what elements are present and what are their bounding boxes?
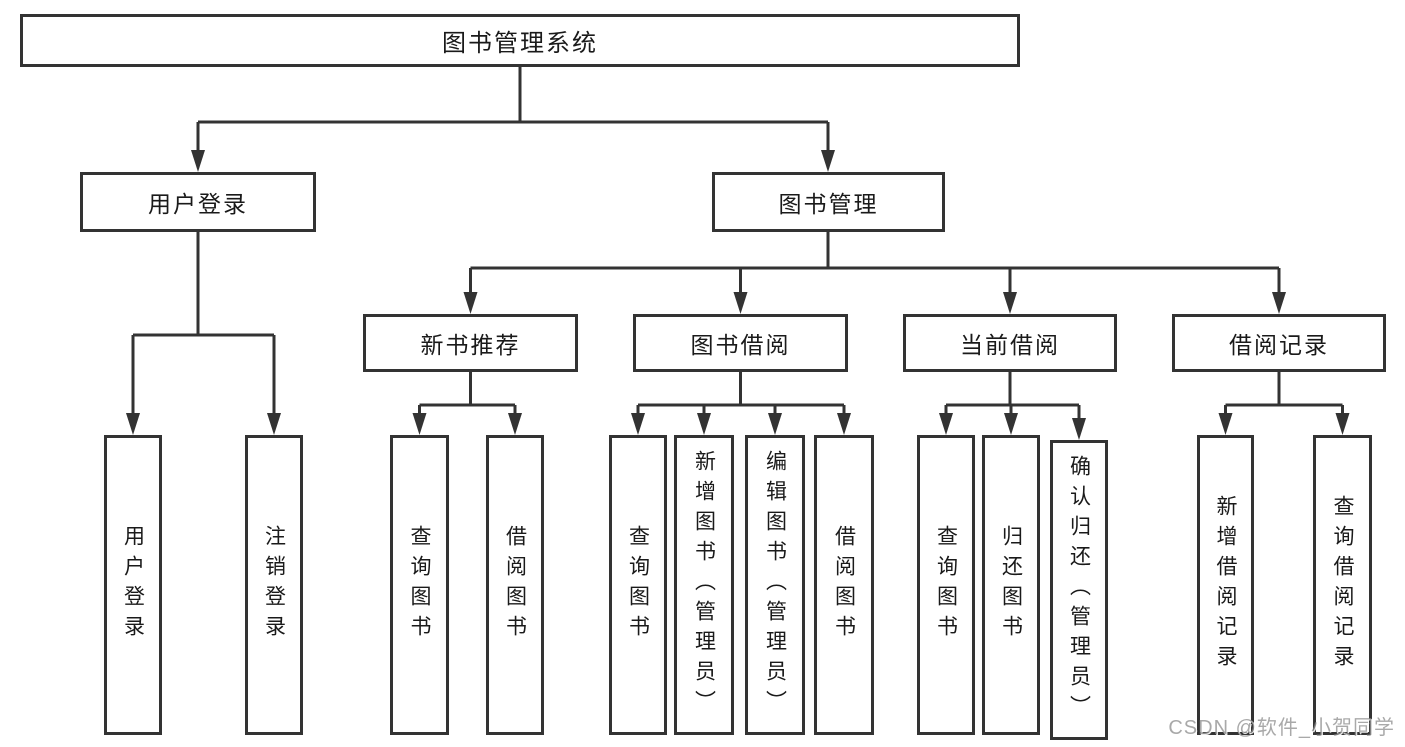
node-label: 确认归还（管理员） (1067, 455, 1091, 725)
node-label: 编辑图书（管理员） (763, 450, 787, 720)
node-label: 查询借阅记录 (1331, 495, 1354, 675)
node-label: 借阅记录 (1229, 332, 1329, 358)
leaf-return-books: 归还图书 (982, 435, 1040, 735)
leaf-query-books-current: 查询图书 (917, 435, 975, 735)
leaf-user-login: 用户登录 (104, 435, 162, 735)
node-user-login: 用户登录 (80, 172, 316, 232)
leaf-query-books-borrow: 查询图书 (609, 435, 667, 735)
leaf-borrow-books-borrow: 借阅图书 (814, 435, 874, 735)
node-label: 查询图书 (408, 525, 431, 645)
arrowheads (126, 150, 1350, 440)
node-new-book-recommendation: 新书推荐 (363, 314, 578, 372)
node-label: 图书管理系统 (442, 30, 598, 57)
leaf-add-books-admin: 新增图书（管理员） (674, 435, 734, 735)
leaf-add-borrow-record: 新增借阅记录 (1197, 435, 1254, 735)
node-label: 归还图书 (999, 525, 1023, 645)
node-label: 新书推荐 (420, 332, 521, 358)
csdn-watermark: CSDN @软件_小贺同学 (1168, 717, 1395, 739)
leaf-logout: 注销登录 (245, 435, 303, 735)
node-current-borrowing: 当前借阅 (903, 314, 1117, 372)
node-label: 图书管理 (778, 191, 879, 217)
node-label: 新增借阅记录 (1214, 495, 1237, 675)
node-label: 借阅图书 (503, 525, 527, 645)
node-label: 注销登录 (262, 525, 286, 645)
node-label: 新增图书（管理员） (692, 450, 716, 720)
node-label: 用户登录 (121, 525, 145, 645)
leaf-query-books-rec: 查询图书 (390, 435, 449, 735)
leaf-borrow-books-rec: 借阅图书 (486, 435, 544, 735)
node-label: 用户登录 (148, 191, 248, 217)
leaf-edit-books-admin: 编辑图书（管理员） (745, 435, 805, 735)
node-label: 借阅图书 (832, 525, 856, 645)
leaf-query-borrow-record: 查询借阅记录 (1313, 435, 1372, 735)
node-borrowing-records: 借阅记录 (1172, 314, 1386, 372)
node-label: 查询图书 (934, 525, 958, 645)
node-label: 图书借阅 (690, 332, 791, 358)
leaf-confirm-return-admin: 确认归还（管理员） (1050, 440, 1108, 740)
node-label: 查询图书 (626, 525, 650, 645)
node-book-borrowing: 图书借阅 (633, 314, 848, 372)
node-book-management: 图书管理 (712, 172, 945, 232)
node-library-management-system: 图书管理系统 (20, 14, 1020, 67)
node-label: 当前借阅 (960, 332, 1060, 358)
